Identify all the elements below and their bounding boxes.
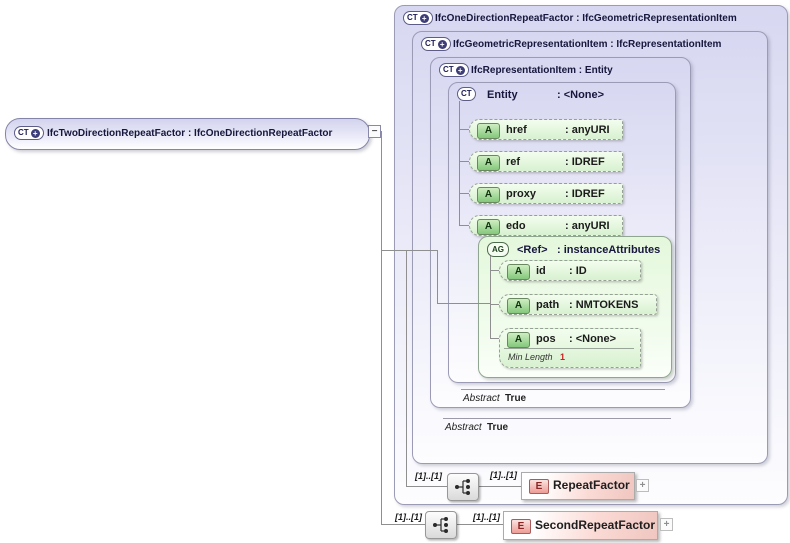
- complex-type-icon: CT+: [439, 63, 469, 77]
- sequence-icon[interactable]: [425, 511, 457, 539]
- occurs-label: [1]..[1]: [415, 471, 442, 481]
- attribute-path[interactable]: A path : NMTOKENS: [499, 294, 657, 315]
- attribute-icon: A: [477, 187, 500, 203]
- connector-line: [477, 486, 521, 487]
- complex-type-icon: CT+: [421, 37, 451, 51]
- box-title: IfcOneDirectionRepeatFactor : IfcGeometr…: [435, 13, 737, 24]
- attribute-edo[interactable]: A edo : anyURI: [469, 215, 623, 236]
- connector-line: [490, 338, 499, 339]
- connector-line: [459, 129, 469, 130]
- box-attribute-group-ref[interactable]: AG <Ref> : instanceAttributes A id : ID …: [478, 236, 672, 378]
- entity-name: Entity: [487, 89, 518, 101]
- expand-element-button[interactable]: +: [636, 479, 649, 492]
- connector-line: [437, 303, 490, 304]
- box-title: IfcRepresentationItem : Entity: [471, 65, 613, 76]
- facet-value: 1: [560, 352, 566, 362]
- attribute-icon: A: [477, 155, 500, 171]
- occurs-label: [1]..[1]: [490, 470, 517, 480]
- element-second-repeat-factor[interactable]: E SecondRepeatFactor: [503, 511, 658, 540]
- occurs-label: [1]..[1]: [473, 512, 500, 522]
- attribute-href[interactable]: A href : anyURI: [469, 119, 623, 140]
- abstract-row: Abstract True: [443, 418, 671, 433]
- attribute-group-icon: AG: [487, 242, 509, 257]
- attribute-icon: A: [477, 219, 500, 235]
- complex-type-icon: CT: [457, 87, 476, 101]
- expand-icon[interactable]: +: [455, 65, 465, 75]
- complex-type-icon: CT+: [403, 11, 433, 25]
- collapse-toggle[interactable]: −: [368, 125, 381, 138]
- attribute-icon: A: [507, 332, 530, 348]
- facet-label: Min Length: [508, 352, 553, 362]
- connector-line: [406, 250, 407, 487]
- connector-line: [381, 131, 382, 524]
- expand-icon[interactable]: +: [30, 128, 40, 138]
- expand-icon[interactable]: +: [437, 39, 447, 49]
- abstract-label: Abstract: [445, 422, 482, 433]
- attribute-group-name: <Ref>: [517, 244, 548, 256]
- abstract-value: True: [505, 393, 527, 404]
- connector-line: [459, 193, 469, 194]
- box-title: IfcGeometricRepresentationItem : IfcRepr…: [453, 39, 722, 50]
- attribute-pos[interactable]: A pos : <None> Min Length 1: [499, 328, 641, 368]
- connector-line: [437, 250, 438, 304]
- element-icon: E: [511, 519, 531, 534]
- root-title: IfcTwoDirectionRepeatFactor : IfcOneDire…: [47, 128, 333, 139]
- expand-icon[interactable]: +: [419, 13, 429, 23]
- abstract-value: True: [487, 422, 509, 433]
- complex-type-icon: CT+: [14, 126, 44, 140]
- connector-line: [406, 486, 447, 487]
- facet-divider: [504, 348, 634, 349]
- sequence-icon[interactable]: [447, 473, 479, 501]
- element-repeat-factor[interactable]: E RepeatFactor: [521, 472, 635, 500]
- attribute-icon: A: [507, 264, 530, 280]
- connector-line: [490, 270, 499, 271]
- connector-line: [381, 524, 426, 525]
- connector-line: [455, 524, 503, 525]
- abstract-row: Abstract True: [461, 389, 665, 404]
- box-ifc-two-direction-repeat-factor[interactable]: CT+ IfcTwoDirectionRepeatFactor : IfcOne…: [5, 118, 370, 150]
- attribute-group-type: : instanceAttributes: [557, 244, 661, 256]
- attribute-icon: A: [507, 298, 530, 314]
- attribute-icon: A: [477, 123, 500, 139]
- attribute-proxy[interactable]: A proxy : IDREF: [469, 183, 623, 204]
- connector-line: [490, 256, 491, 338]
- sequence-glyph: [433, 517, 448, 533]
- connector-line: [459, 161, 469, 162]
- element-icon: E: [529, 479, 549, 494]
- connector-line: [381, 250, 437, 251]
- connector-line: [490, 304, 499, 305]
- connector-line: [459, 101, 460, 225]
- sequence-glyph: [455, 479, 470, 495]
- attribute-id[interactable]: A id : ID: [499, 260, 641, 281]
- connector-line: [459, 225, 469, 226]
- expand-element-button[interactable]: +: [660, 518, 673, 531]
- attribute-ref[interactable]: A ref : IDREF: [469, 151, 623, 172]
- occurs-label: [1]..[1]: [395, 512, 422, 522]
- entity-type: : <None>: [557, 89, 605, 101]
- abstract-label: Abstract: [463, 393, 500, 404]
